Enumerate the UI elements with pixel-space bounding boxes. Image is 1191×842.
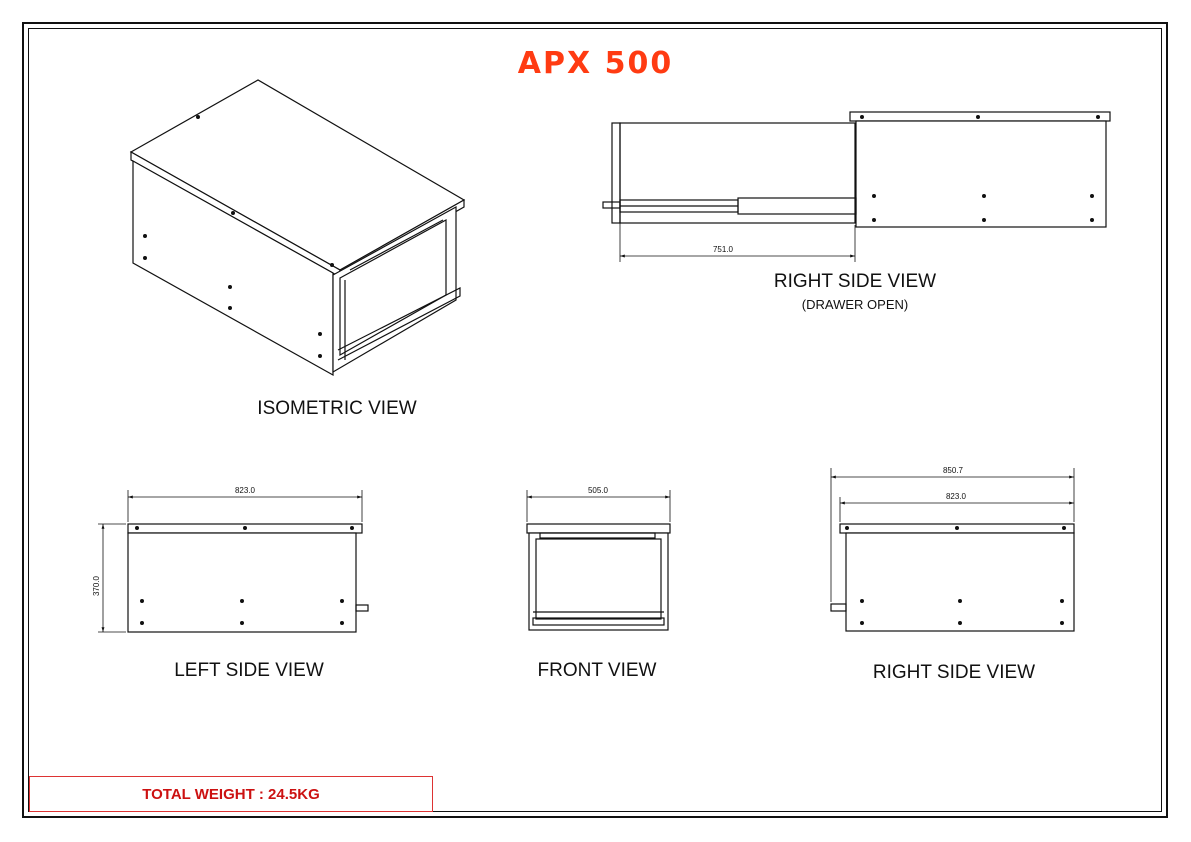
total-weight-box: TOTAL WEIGHT : 24.5KG	[29, 776, 433, 812]
right-side-open-label: RIGHT SIDE VIEW	[773, 271, 937, 292]
left-height-dimension: 370.0	[92, 575, 101, 596]
left-side-drawing	[98, 490, 369, 633]
front-width-dimension: 505.0	[588, 486, 609, 495]
right-width-dimension: 823.0	[946, 492, 967, 501]
total-weight-text: TOTAL WEIGHT : 24.5KG	[142, 786, 320, 803]
drawing-border-outer	[22, 22, 1168, 818]
isometric-view-drawing	[129, 79, 466, 377]
left-side-view-label: LEFT SIDE VIEW	[174, 660, 324, 681]
front-view-drawing	[526, 490, 671, 631]
left-width-dimension: 823.0	[235, 486, 256, 495]
drawing-border-inner	[28, 28, 1162, 812]
right-side-open-drawing	[602, 111, 1111, 262]
front-view-label: FRONT VIEW	[537, 660, 657, 681]
right-side-drawing	[830, 468, 1075, 632]
right-side-view-label: RIGHT SIDE VIEW	[872, 662, 1036, 683]
drawer-open-sublabel: (DRAWER OPEN)	[801, 297, 909, 312]
isometric-view-label: ISOMETRIC VIEW	[257, 398, 417, 419]
right-open-dimension: 751.0	[713, 245, 734, 254]
drawing-title: APX 500	[517, 46, 674, 81]
right-overall-dimension: 850.7	[943, 466, 964, 475]
